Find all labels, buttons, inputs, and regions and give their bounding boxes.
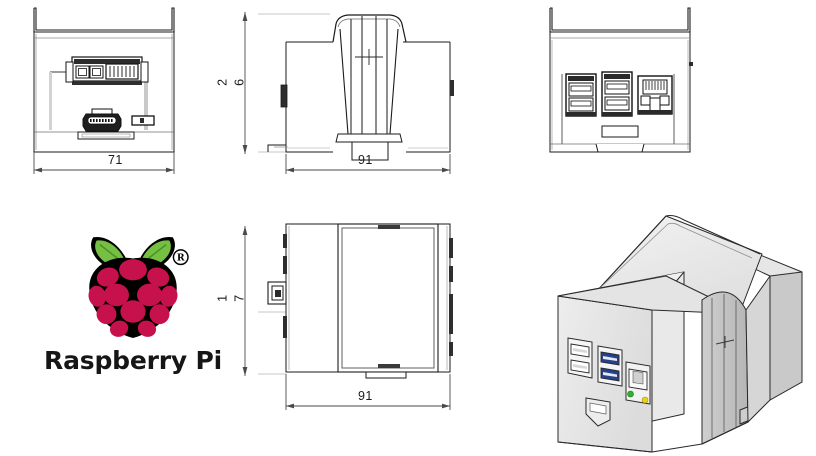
din-rail-bracket	[549, 7, 691, 32]
front-view-geometry	[33, 7, 175, 174]
bottom-clip	[77, 131, 135, 140]
terminal-block-connector	[65, 56, 149, 85]
dimension-side-width-line	[285, 154, 451, 174]
dimension-height-71-digit-b: 7	[232, 294, 247, 302]
fin-edge-outer-right	[389, 28, 399, 135]
micro-hdmi-port	[131, 115, 155, 126]
dimension-side-width-text: 91	[358, 153, 373, 167]
iso-rj45-ethernet-port	[625, 361, 651, 405]
dimension-top-width-line	[285, 374, 451, 410]
iso-rear-fin-panel	[745, 275, 771, 423]
dimension-height-62: 2 6	[215, 2, 262, 162]
housing-crown	[332, 14, 407, 43]
raspberry-pi-berry-icon: R	[88, 236, 189, 339]
registered-trademark-icon: R	[172, 249, 189, 266]
side-view: 91	[258, 2, 478, 177]
iso-fin-section	[701, 291, 751, 445]
side-view-geometry	[258, 13, 454, 174]
enclosure-outline	[285, 223, 451, 373]
top-view-geometry	[258, 223, 453, 410]
raspberry-pi-logo: R Raspberry Pi	[38, 228, 228, 388]
iso-ethernet-led-yellow	[641, 396, 649, 404]
dimension-top-width-text: 91	[358, 389, 373, 403]
berry-drupelets	[88, 259, 178, 337]
iso-centre-mark	[715, 336, 735, 348]
isometric-view	[534, 214, 816, 454]
din-rail-bracket	[33, 7, 175, 32]
iso-front-clip-tab	[585, 397, 611, 427]
dimension-height-62-digit-b: 6	[232, 78, 247, 86]
front-view: 71	[22, 2, 222, 177]
dimension-height-71: 1 7	[215, 222, 262, 382]
rear-view	[540, 2, 720, 177]
svg-text:R: R	[177, 252, 185, 263]
side-connector-bump	[280, 84, 288, 108]
side-right-flange	[406, 42, 451, 153]
dimension-height-62-line	[242, 12, 248, 154]
fin-edge-outer-left	[339, 28, 349, 135]
rj45-ethernet-port	[637, 75, 673, 115]
iso-usb3-port-stack	[597, 345, 623, 387]
dimension-front-width-line	[33, 152, 175, 174]
din-rail-clip	[351, 142, 389, 161]
isometric-view-geometry	[557, 214, 803, 453]
enclosure-body-outline	[33, 31, 175, 153]
iso-usb2-port-stack	[567, 337, 593, 379]
rear-view-geometry	[549, 7, 693, 153]
usb-port-stack-b	[601, 71, 633, 117]
dimension-height-71-line	[242, 226, 248, 376]
dimension-front-width-text: 71	[108, 153, 123, 167]
side-left-flange	[285, 42, 333, 153]
usb-port-stack-a	[565, 73, 597, 117]
iso-ethernet-led-green	[627, 390, 634, 398]
recessed-panel-inner	[341, 227, 435, 369]
raspberry-pi-wordmark: Raspberry Pi	[44, 346, 222, 375]
top-view: 91	[258, 212, 478, 412]
centre-mark	[355, 49, 383, 65]
bottom-clip	[595, 143, 645, 153]
dimension-height-62-digit-a: 2	[215, 78, 230, 86]
recessed-panel-outer	[337, 223, 439, 373]
bottom-edge-clip	[365, 371, 407, 379]
side-connector	[267, 281, 287, 305]
label-window	[601, 125, 639, 138]
